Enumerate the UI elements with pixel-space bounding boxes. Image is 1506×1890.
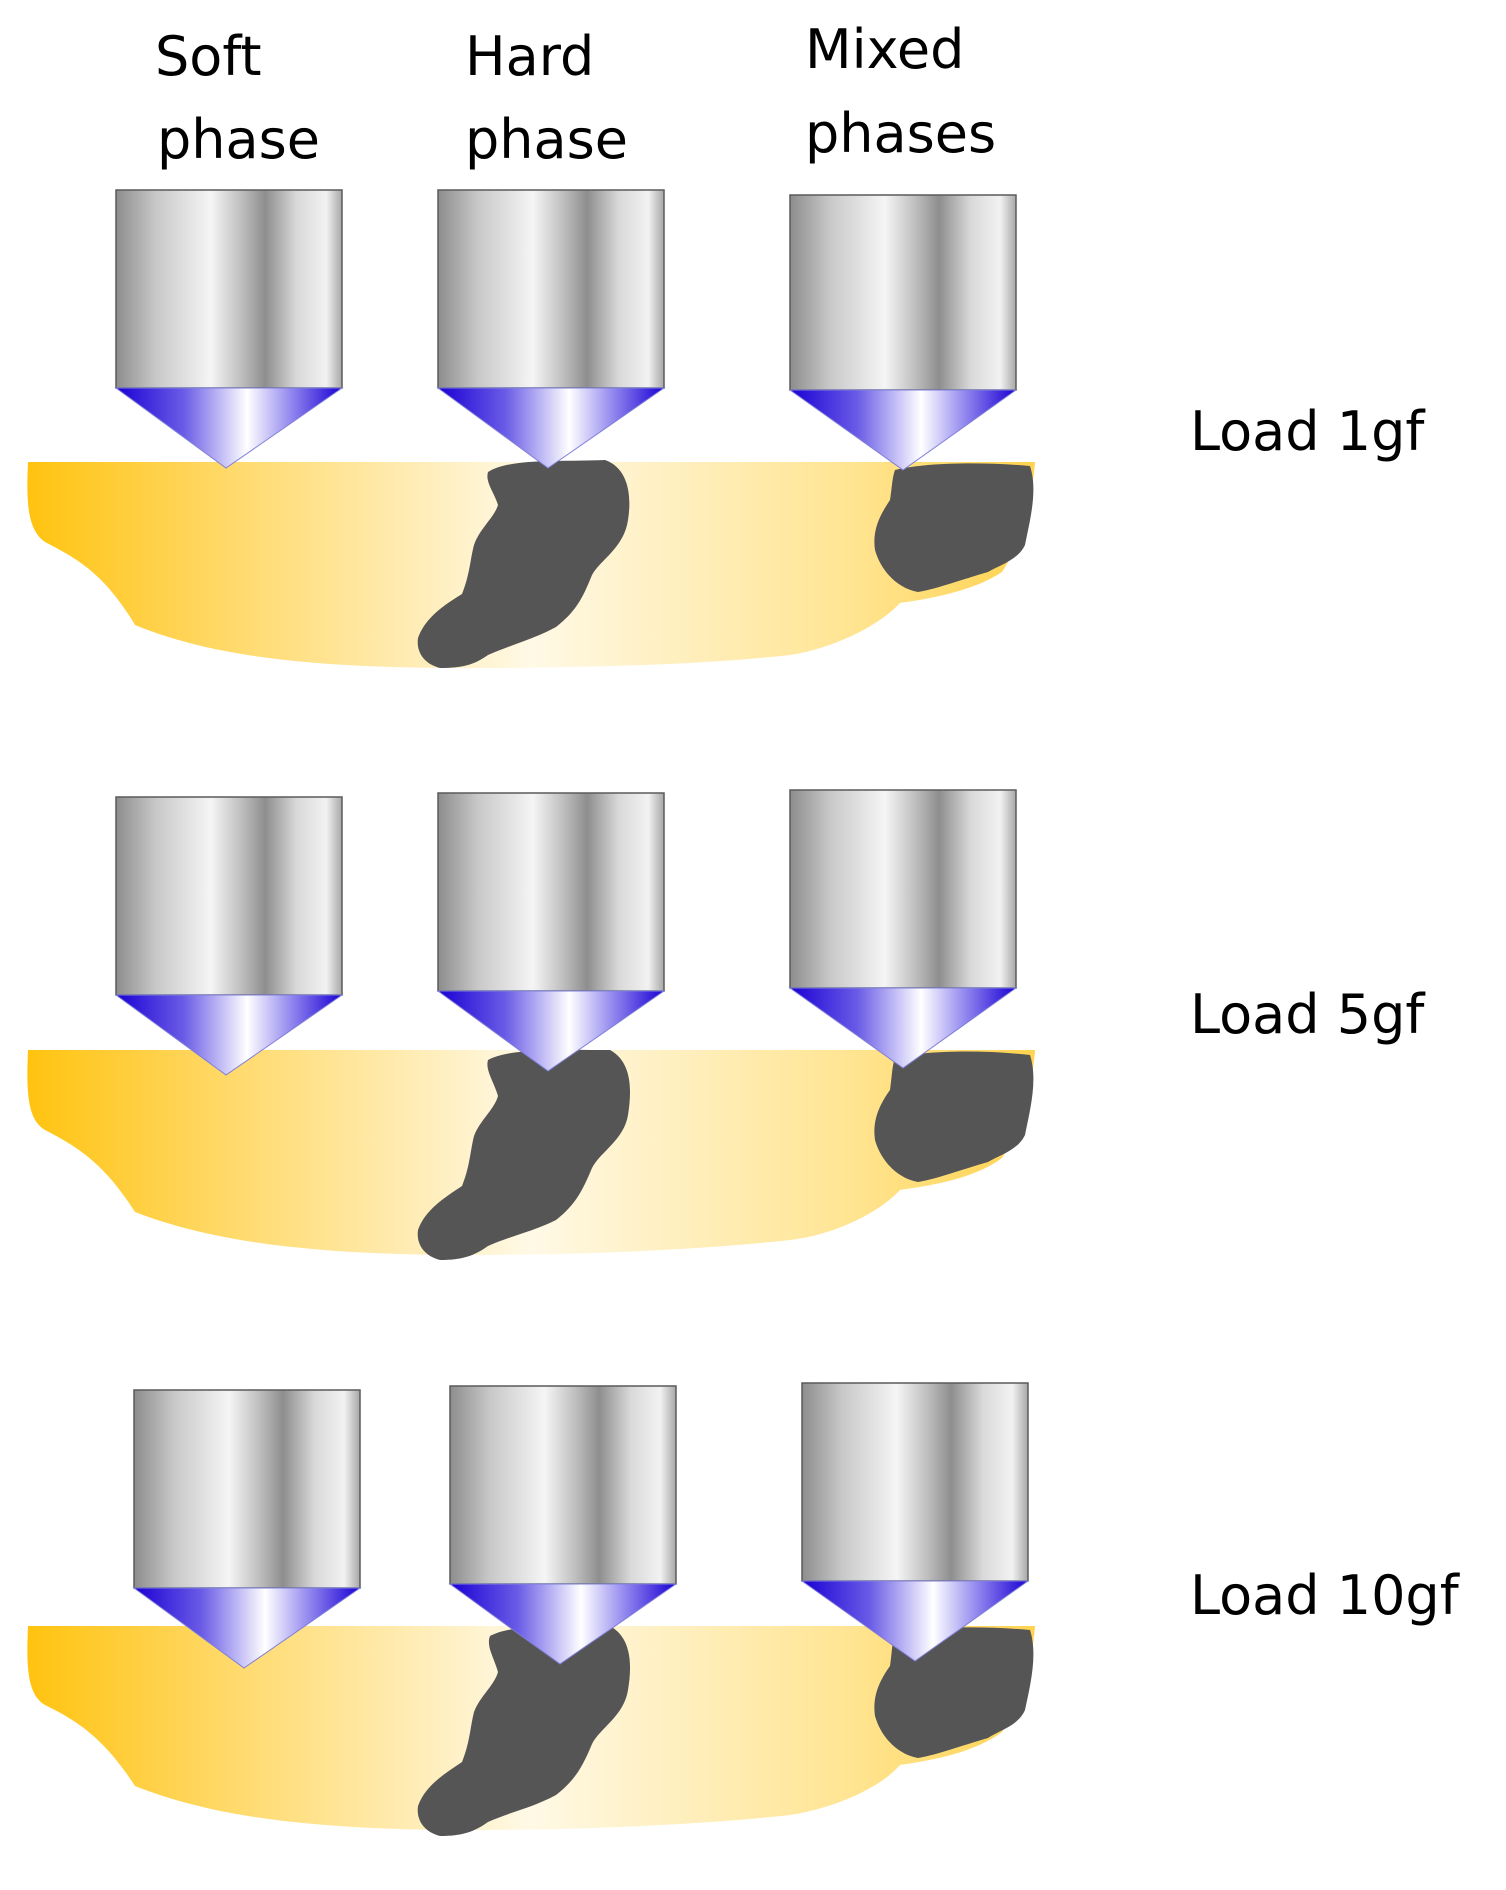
row-load-5gf: Load 5gf xyxy=(27,789,1426,1260)
indenter-tip xyxy=(114,387,344,469)
indenter-hard xyxy=(448,1385,678,1665)
indenter-shaft xyxy=(437,792,665,992)
column-headers: Soft phase Hard phase Mixed phases xyxy=(155,18,996,171)
indenter-hard xyxy=(436,792,666,1072)
column-title-mixed-line1: Mixed xyxy=(805,18,964,81)
column-title-mixed-line2: phases xyxy=(805,102,996,165)
indenter-shaft xyxy=(115,189,343,389)
indenter-soft xyxy=(114,796,344,1076)
indenter-soft xyxy=(132,1389,362,1669)
indenter-shaft xyxy=(437,189,665,389)
indenter-tip xyxy=(788,389,1018,471)
indenter-tip xyxy=(114,994,344,1076)
indenter-tip xyxy=(800,1580,1030,1662)
load-label-10gf: Load 10gf xyxy=(1190,1564,1461,1627)
mixed-hard-particle xyxy=(874,463,1034,592)
mixed-hard-particle xyxy=(874,1051,1034,1182)
load-label-5gf: Load 5gf xyxy=(1190,983,1426,1046)
row-load-1gf: Load 1gf xyxy=(27,189,1426,668)
hard-particle xyxy=(417,1049,631,1260)
indenter-soft xyxy=(114,189,344,469)
indenter-shaft xyxy=(801,1382,1029,1582)
indenter-mixed xyxy=(788,789,1018,1069)
hard-particle xyxy=(417,460,630,668)
load-label-1gf: Load 1gf xyxy=(1190,400,1426,463)
indenter-shaft xyxy=(449,1385,677,1585)
indenter-tip xyxy=(132,1587,362,1669)
indenter-tip xyxy=(436,387,666,469)
indenter-hard xyxy=(436,189,666,469)
indenter-shaft xyxy=(115,796,343,996)
indenter-mixed xyxy=(800,1382,1030,1662)
indenter-tip xyxy=(436,990,666,1072)
indenter-shaft xyxy=(133,1389,361,1589)
row-load-10gf: Load 10gf xyxy=(27,1382,1461,1836)
indenter-mixed xyxy=(788,194,1018,471)
indenter-shaft xyxy=(789,194,1017,391)
column-title-hard-line1: Hard xyxy=(465,25,594,88)
column-title-soft-line1: Soft xyxy=(155,25,262,88)
indenter-tip xyxy=(788,987,1018,1069)
column-title-soft-line2: phase xyxy=(157,108,320,171)
hard-particle xyxy=(417,1625,631,1836)
indenter-shaft xyxy=(789,789,1017,989)
column-title-hard-line2: phase xyxy=(465,108,628,171)
indenter-tip xyxy=(448,1583,678,1665)
